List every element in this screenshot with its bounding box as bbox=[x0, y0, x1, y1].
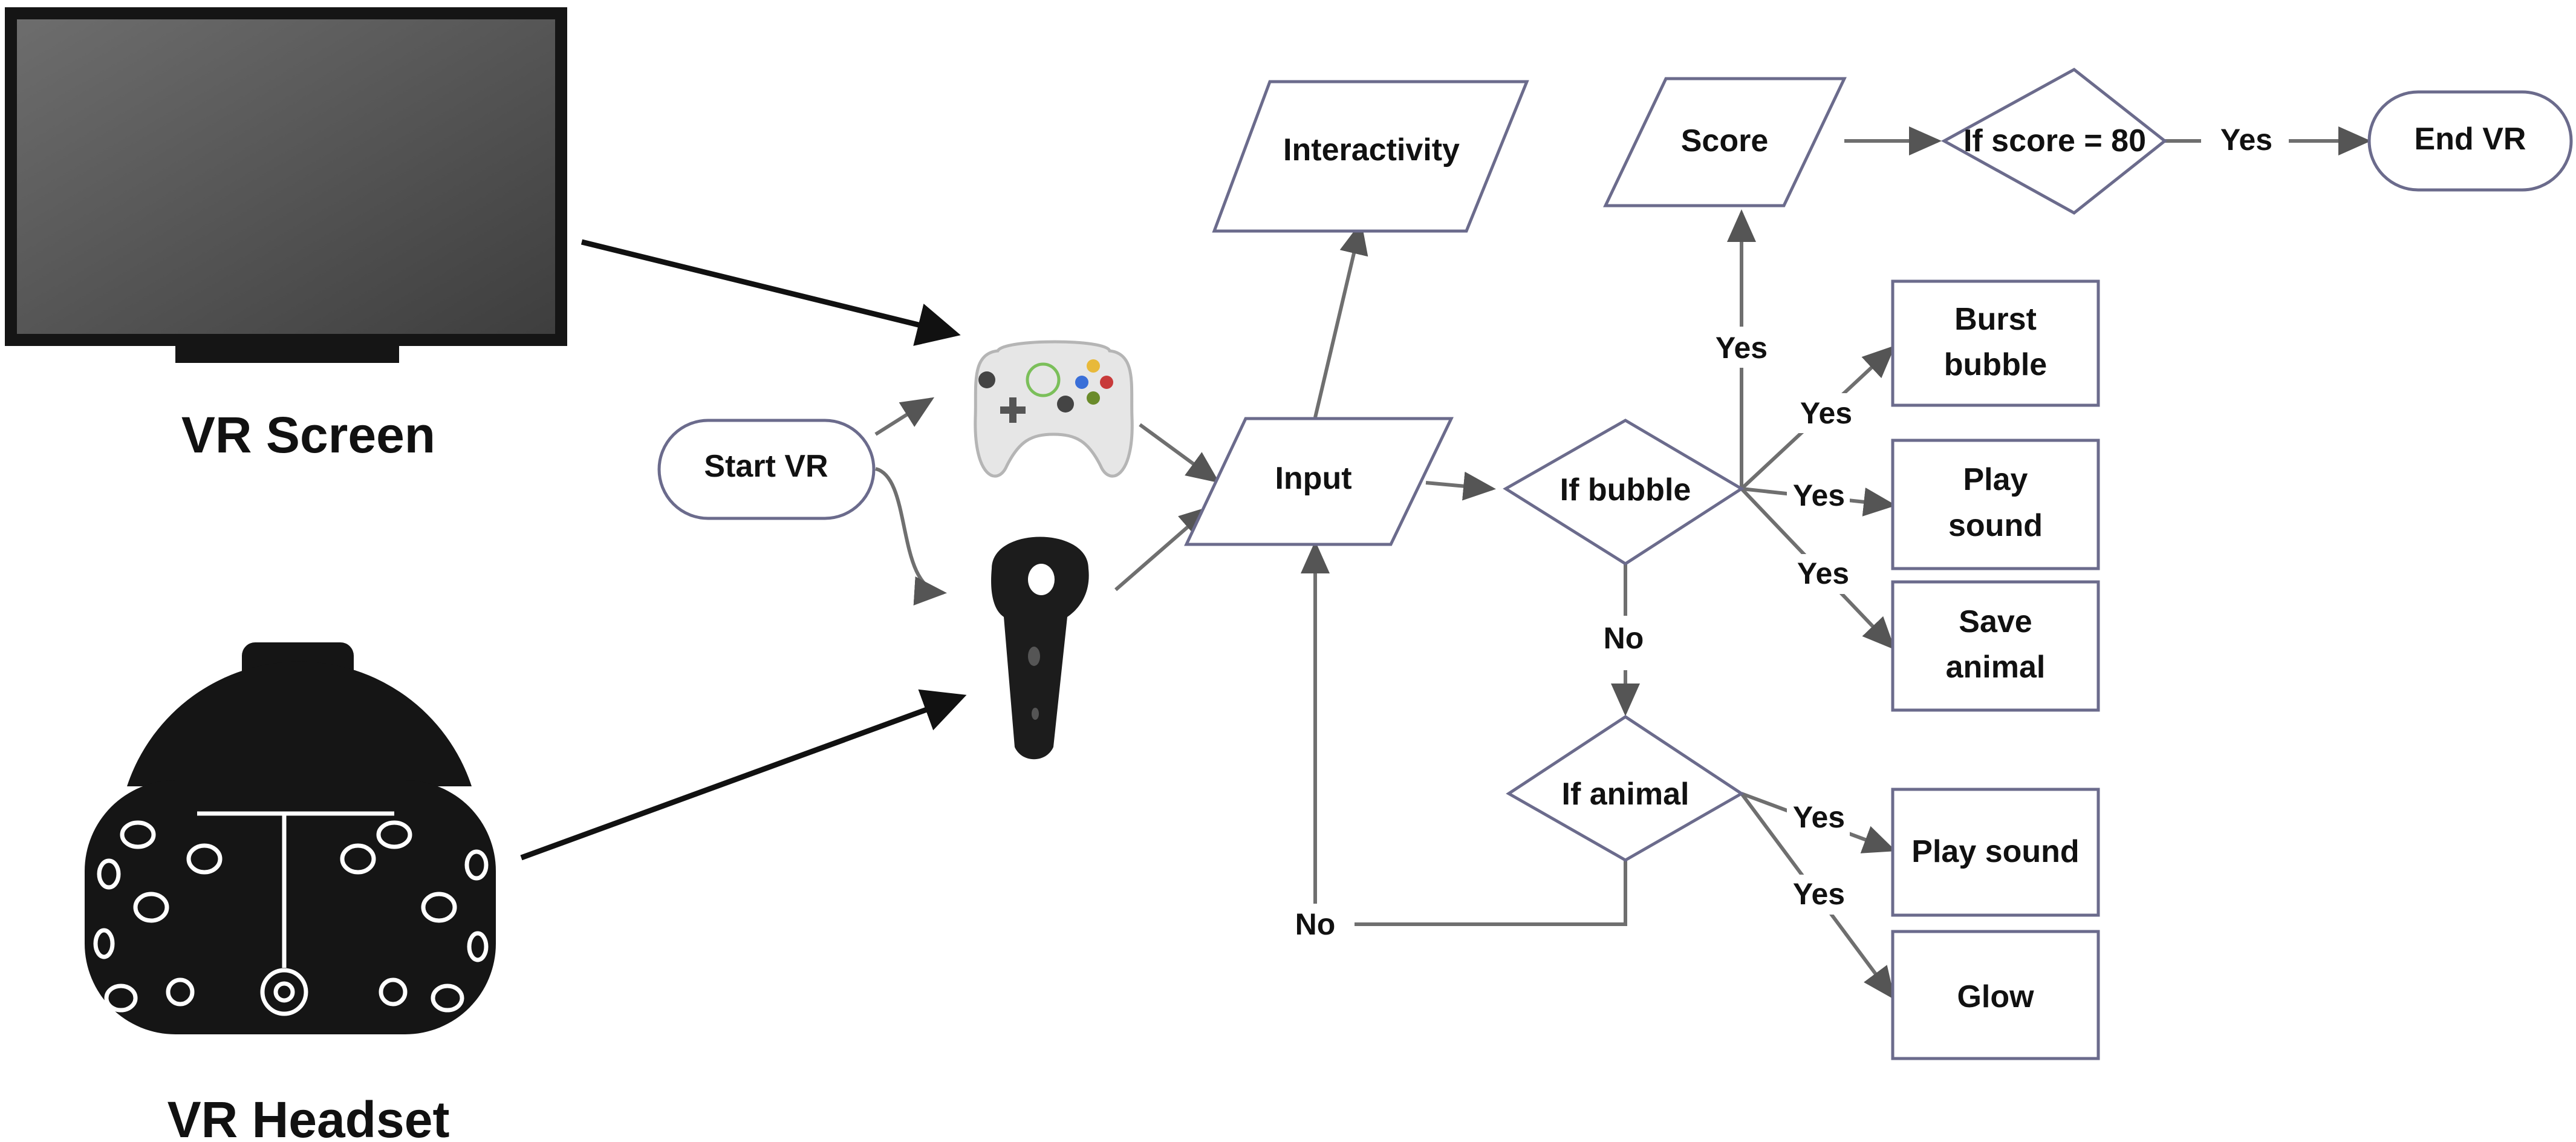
edge-label-yes-play: Yes bbox=[1793, 478, 1845, 512]
connectors bbox=[874, 126, 2371, 1000]
edge-label-yes-end: Yes bbox=[2220, 123, 2272, 157]
svg-text:Input: Input bbox=[1275, 461, 1351, 496]
vr-headset-icon bbox=[85, 642, 496, 1034]
svg-text:Start VR: Start VR bbox=[704, 449, 828, 484]
edge-label-yes-animal-sound: Yes bbox=[1793, 800, 1845, 834]
burst-bubble-node: Burst bubble bbox=[1891, 279, 2100, 407]
svg-text:If score = 80: If score = 80 bbox=[1963, 123, 2146, 158]
input-node: Input bbox=[1184, 417, 1454, 546]
svg-text:Interactivity: Interactivity bbox=[1283, 132, 1460, 168]
score-node: Score bbox=[1603, 77, 1847, 207]
vr-screen-label: VR Screen bbox=[181, 406, 435, 463]
screen-to-gamepad-arrow bbox=[581, 239, 961, 346]
edge-labels: Yes Yes Yes Yes Yes No Yes Yes No bbox=[1277, 121, 2289, 946]
if-animal-decision: If animal bbox=[1506, 715, 1745, 862]
svg-text:Play: Play bbox=[1963, 462, 2028, 497]
tv-screen-icon bbox=[5, 7, 567, 363]
svg-text:bubble: bubble bbox=[1944, 347, 2047, 382]
vr-headset-label: VR Headset bbox=[168, 1091, 450, 1142]
svg-text:Save: Save bbox=[1959, 604, 2032, 639]
svg-text:animal: animal bbox=[1946, 650, 2046, 685]
svg-text:sound: sound bbox=[1948, 508, 2043, 543]
glow-node: Glow bbox=[1891, 930, 2100, 1060]
edge-label-yes-burst: Yes bbox=[1800, 396, 1852, 430]
headset-to-controller-arrow bbox=[520, 689, 967, 861]
if-bubble-decision: If bubble bbox=[1503, 419, 1745, 566]
svg-text:If bubble: If bubble bbox=[1560, 472, 1691, 507]
svg-text:Burst: Burst bbox=[1954, 302, 2037, 337]
edge-label-no-bubble: No bbox=[1604, 621, 1644, 655]
interactivity-node: Interactivity bbox=[1212, 80, 1529, 233]
edge-label-yes-score: Yes bbox=[1716, 331, 1768, 365]
svg-text:Score: Score bbox=[1681, 123, 1769, 158]
svg-text:If animal: If animal bbox=[1562, 777, 1690, 812]
start-vr-node: Start VR bbox=[657, 419, 876, 520]
if-score-decision: If score = 80 bbox=[1940, 68, 2168, 215]
edge-label-yes-save: Yes bbox=[1797, 556, 1849, 590]
play-sound-node-b: Play sound bbox=[1891, 788, 2100, 917]
play-sound-node-a: Play sound bbox=[1891, 439, 2100, 570]
edge-label-no-animal: No bbox=[1295, 907, 1336, 941]
vr-controller-icon bbox=[991, 537, 1089, 760]
end-vr-node: End VR bbox=[2367, 90, 2573, 192]
save-animal-node: Save animal bbox=[1891, 580, 2100, 712]
svg-text:End VR: End VR bbox=[2415, 122, 2526, 157]
gamepad-icon bbox=[974, 340, 1134, 478]
edge-label-yes-glow: Yes bbox=[1793, 877, 1845, 911]
svg-text:Glow: Glow bbox=[1957, 979, 2034, 1014]
svg-text:Play sound: Play sound bbox=[1911, 834, 2079, 869]
